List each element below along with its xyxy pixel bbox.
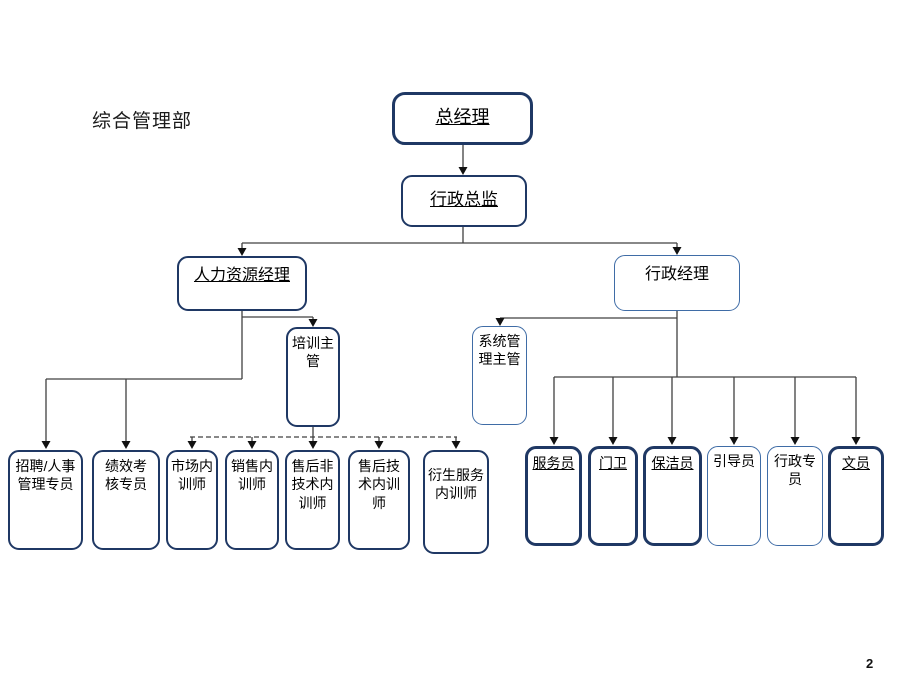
node-label: 招聘/人事 管理专员	[15, 458, 76, 493]
node-label: 衍生服务 内训师	[428, 467, 484, 502]
org-node-aftersales-nontech-trainer: 售后非 技术内 训师	[285, 450, 340, 550]
org-node-admin-director: 行政总监	[401, 175, 527, 227]
node-label: 保洁员	[651, 455, 694, 471]
org-node-sales-trainer: 销售内 训师	[225, 450, 279, 550]
node-label: 市场内 训师	[171, 458, 213, 493]
org-node-general-manager: 总经理	[392, 92, 533, 145]
org-node-market-trainer: 市场内 训师	[166, 450, 218, 550]
org-node-derivative-service-trainer: 衍生服务 内训师	[423, 450, 489, 554]
org-node-admin-manager: 行政经理	[614, 255, 740, 311]
node-label: 总经理	[435, 107, 490, 127]
org-node-admin-specialist: 行政专 员	[767, 446, 823, 546]
node-label: 行政总监	[430, 190, 498, 209]
node-label: 人力资源经理	[193, 267, 290, 284]
node-label: 培训主 管	[292, 335, 334, 370]
org-node-training-supervisor: 培训主 管	[286, 327, 340, 427]
org-node-recruit-hr-specialist: 招聘/人事 管理专员	[8, 450, 83, 550]
org-node-cleaner: 保洁员	[643, 446, 702, 546]
node-label: 门卫	[599, 455, 627, 471]
node-label: 系统管 理主管	[478, 333, 521, 368]
node-label: 文员	[842, 455, 870, 471]
node-label: 行政专 员	[774, 453, 816, 488]
page-number: 2	[866, 656, 874, 671]
org-node-gatekeeper: 门卫	[588, 446, 638, 546]
org-node-clerk: 文员	[828, 446, 884, 546]
node-label: 售后技 术内训 师	[358, 458, 400, 511]
arrowheads	[41, 167, 861, 449]
node-label: 服务员	[532, 455, 575, 471]
node-label: 绩效考 核专员	[105, 458, 147, 493]
node-label: 售后非 技术内 训师	[291, 458, 334, 511]
department-title: 综合管理部	[92, 111, 193, 132]
org-node-attendant: 服务员	[525, 446, 582, 546]
org-node-system-admin-supervisor: 系统管 理主管	[472, 326, 527, 425]
org-node-usher: 引导员	[707, 446, 761, 546]
org-node-performance-specialist: 绩效考 核专员	[92, 450, 160, 550]
node-label: 引导员	[713, 453, 755, 469]
node-label: 行政经理	[644, 266, 709, 283]
node-label: 销售内 训师	[231, 458, 273, 493]
org-node-aftersales-tech-trainer: 售后技 术内训 师	[348, 450, 410, 550]
org-node-hr-manager: 人力资源经理	[177, 256, 307, 311]
